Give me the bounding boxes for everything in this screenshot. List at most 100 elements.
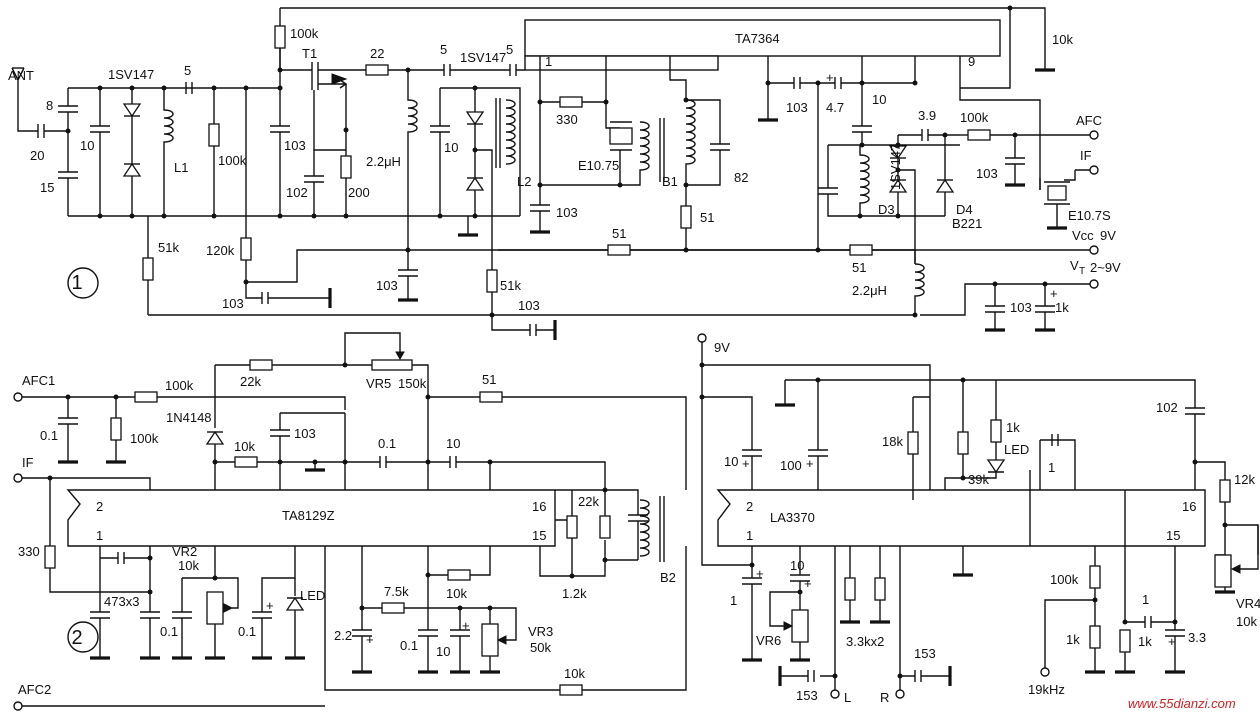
- c-1k-plus: +: [1050, 286, 1058, 301]
- c-8-label: 8: [46, 98, 53, 113]
- freq-19khz-label: 19kHz: [1028, 682, 1065, 697]
- vr5-label: VR5: [366, 376, 391, 391]
- ta8129z-pin16-label: 16: [532, 499, 546, 514]
- c-01a-label: 0.1: [40, 428, 58, 443]
- r-330-label: 330: [556, 112, 578, 127]
- c-102-2-label: 102: [1156, 400, 1178, 415]
- c-5a-label: 5: [184, 63, 191, 78]
- ic-la3370-label: LA3370: [770, 510, 815, 525]
- c-10c-label: 10: [872, 92, 886, 107]
- r-330-2-label: 330: [18, 544, 40, 559]
- if2-label: IF: [22, 455, 34, 470]
- c-10a2-label: 10: [446, 436, 460, 451]
- r-51k-b-label: 51k: [500, 278, 521, 293]
- c-10a-label: 10: [80, 138, 94, 153]
- c-01d-plus: +: [266, 598, 274, 613]
- vr4-value-label: 10k: [1236, 614, 1257, 629]
- vr6-label: VR6: [756, 633, 781, 648]
- c-47-label: 4.7: [826, 100, 844, 115]
- d3-label: D3: [878, 202, 895, 217]
- r-22k-b-label: 22k: [578, 494, 599, 509]
- vcc-label: Vcc: [1072, 228, 1094, 243]
- b2-label: B2: [660, 570, 676, 585]
- r-10k-c2-label: 10k: [564, 666, 585, 681]
- e1075-label: E10.75: [578, 158, 619, 173]
- vt-label: V: [1070, 258, 1079, 273]
- c-10b2-label: 10: [436, 644, 450, 659]
- r-100k-c2-label: 100k: [1050, 572, 1079, 587]
- ind-22uh-a-label: 2.2μH: [366, 154, 401, 169]
- r-100k-mid-label: 100k: [218, 153, 247, 168]
- r-12k-a-label: 1.2k: [562, 586, 587, 601]
- ta7364-pin1-label: 1: [545, 54, 552, 69]
- r-12k-b-label: 12k: [1234, 472, 1255, 487]
- c-153b-label: 153: [914, 646, 936, 661]
- r-51b-label: 51: [612, 226, 626, 241]
- r-10k-label: 10k: [1052, 32, 1073, 47]
- c-01d-label: 0.1: [238, 624, 256, 639]
- c-103c-label: 103: [786, 100, 808, 115]
- ic-ta8129z-label: TA8129Z: [282, 508, 335, 523]
- c-5c-label: 5: [506, 42, 513, 57]
- r-1k-b-label: 1k: [1066, 632, 1080, 647]
- vr3-label: VR3: [528, 624, 553, 639]
- varicap2-label: 1SV147: [460, 50, 506, 65]
- c-33-plus: +: [1168, 634, 1176, 649]
- r-18k-label: 18k: [882, 434, 903, 449]
- watermark: www.55dianzi.com: [1128, 696, 1236, 711]
- r-33k-label: 3.3kx2: [846, 634, 884, 649]
- r-39k-label: 39k: [968, 472, 989, 487]
- vcc-9v-label: 9V: [1100, 228, 1116, 243]
- c-10b2-plus: +: [462, 618, 470, 633]
- c-22-label: 2.2: [334, 628, 352, 643]
- junction-dots-2: [47, 362, 1228, 679]
- r-1k-c-label: 1k: [1138, 634, 1152, 649]
- c-103e-label: 103: [376, 278, 398, 293]
- r-200-label: 200: [348, 185, 370, 200]
- r-100k-c-label: 100k: [960, 110, 989, 125]
- c-10d-plus: +: [804, 576, 812, 591]
- c-20-label: 20: [30, 148, 44, 163]
- c-103g-label: 103: [1010, 300, 1032, 315]
- c-47-plus: +: [826, 70, 834, 85]
- c-1k-label: 1k: [1055, 300, 1069, 315]
- r-1k-a-label: 1k: [1006, 420, 1020, 435]
- r-100k-b2-label: 100k: [130, 431, 159, 446]
- circuit-2-number: 2: [71, 627, 82, 649]
- c-22-plus: +: [366, 632, 374, 647]
- c-1a-label: 1: [1048, 460, 1055, 475]
- ta8129z-pin1-label: 1: [96, 528, 103, 543]
- ind-22uh-b-label: 2.2μH: [852, 283, 887, 298]
- junction-dots-1: [65, 5, 1048, 318]
- c-103d-label: 103: [976, 166, 998, 181]
- r-100k-top-label: 100k: [290, 26, 319, 41]
- vt-range-label: 2~9V: [1090, 260, 1121, 275]
- r-10k-a2-label: 10k: [234, 439, 255, 454]
- vr2-value-label: 10k: [178, 558, 199, 573]
- c-153a-label: 153: [796, 688, 818, 703]
- t1-label: T1: [302, 46, 317, 61]
- c-473x3-label: 473x3: [104, 594, 139, 609]
- r-100k-a2-label: 100k: [165, 378, 194, 393]
- r-51-2-label: 51: [482, 372, 496, 387]
- r-51c-label: 51: [852, 260, 866, 275]
- c-10c2-plus: +: [742, 456, 750, 471]
- afc2-label: AFC2: [18, 682, 51, 697]
- vr4-label: VR4: [1236, 596, 1260, 611]
- la3370-pin2-label: 2: [746, 499, 753, 514]
- c-103f-label: 103: [518, 298, 540, 313]
- c-1c-label: 1: [1142, 592, 1149, 607]
- r-22k-a-label: 22k: [240, 374, 261, 389]
- c-39-label: 3.9: [918, 108, 936, 123]
- c-10c2-label: 10: [724, 454, 738, 469]
- c-1b-label: 1: [730, 593, 737, 608]
- d4-label: D4: [956, 202, 973, 217]
- supply-9v-label: 9V: [714, 340, 730, 355]
- if-label: IF: [1080, 148, 1092, 163]
- c-10b-label: 10: [444, 140, 458, 155]
- c-15-label: 15: [40, 180, 54, 195]
- c-33-label: 3.3: [1188, 630, 1206, 645]
- led-b-label: LED: [1004, 442, 1029, 457]
